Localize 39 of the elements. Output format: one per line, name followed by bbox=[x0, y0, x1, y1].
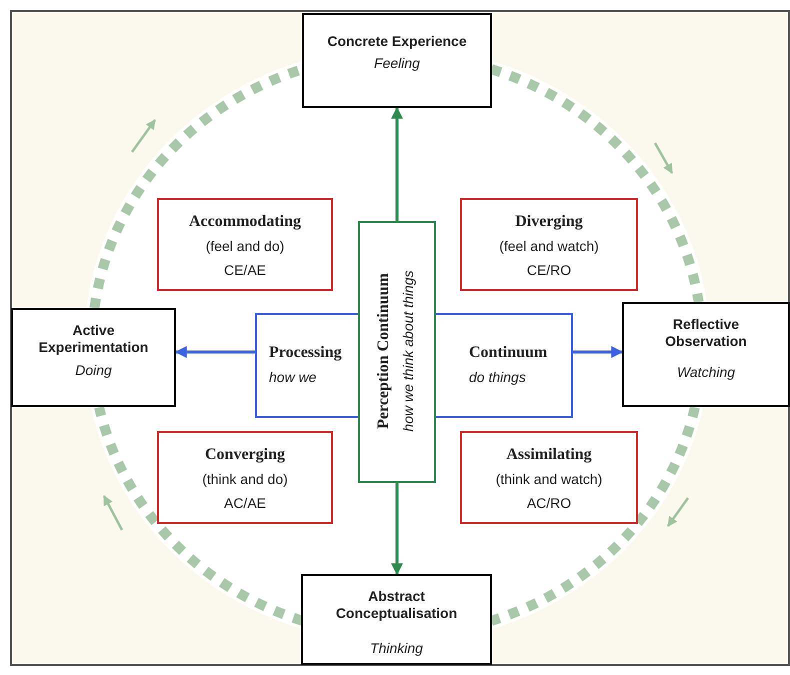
stage-box bbox=[301, 574, 492, 665]
stage-mode: Doing bbox=[74, 362, 113, 379]
stage-mode: Watching bbox=[676, 364, 736, 381]
arrow bbox=[391, 106, 403, 221]
style-box bbox=[460, 431, 638, 524]
arrow bbox=[391, 483, 403, 576]
style-title: Assimilating bbox=[505, 445, 593, 464]
style-title: Accommodating bbox=[188, 212, 302, 232]
axis-title: Continuum bbox=[469, 343, 548, 362]
style-box bbox=[460, 198, 638, 291]
style-description: (feel and do) bbox=[204, 238, 286, 255]
stage-box bbox=[302, 13, 492, 108]
arrow bbox=[174, 346, 255, 358]
stage-box bbox=[622, 302, 790, 407]
style-code: CE/RO bbox=[526, 262, 572, 279]
stage-mode: Thinking bbox=[369, 640, 424, 657]
axis-title: Perception Continuum bbox=[374, 272, 393, 431]
stage-title: Active Experimentation bbox=[38, 322, 150, 356]
style-description: (think and watch) bbox=[494, 471, 604, 488]
axis-subtitle: how we think about things bbox=[400, 269, 417, 434]
axis-subtitle: how we bbox=[269, 369, 316, 386]
style-box bbox=[157, 198, 333, 291]
stage-title: Reflective Observation bbox=[664, 316, 748, 350]
arrow bbox=[573, 346, 624, 358]
axis-subtitle: do things bbox=[469, 369, 526, 386]
style-code: AC/AE bbox=[222, 495, 267, 512]
stage-title: Concrete Experience bbox=[326, 33, 468, 50]
perception-axis-box bbox=[358, 221, 436, 483]
axis-title: Processing bbox=[269, 343, 342, 362]
style-box bbox=[157, 431, 333, 524]
style-code: CE/AE bbox=[222, 262, 267, 279]
style-description: (think and do) bbox=[201, 471, 289, 488]
stage-title: Abstract Conceptualisation bbox=[334, 588, 458, 622]
style-title: Diverging bbox=[514, 212, 584, 232]
style-title: Converging bbox=[204, 445, 286, 464]
style-code: AC/RO bbox=[526, 495, 572, 512]
stage-mode: Feeling bbox=[373, 55, 421, 72]
stage-box bbox=[11, 308, 176, 407]
style-description: (feel and watch) bbox=[498, 238, 600, 255]
